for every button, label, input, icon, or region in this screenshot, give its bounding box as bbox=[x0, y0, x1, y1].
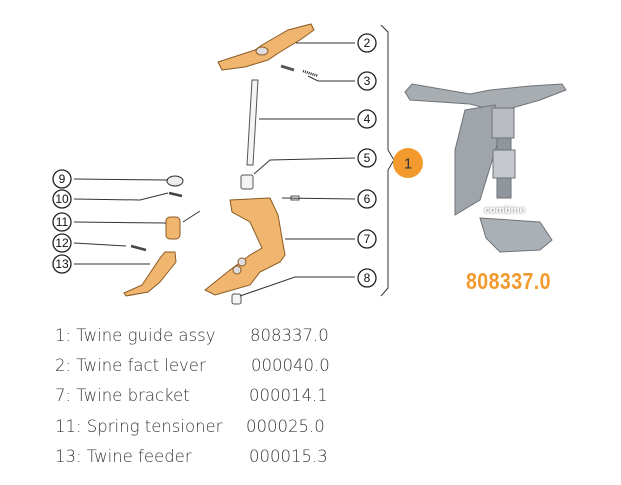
callout-8: 8 bbox=[357, 268, 377, 288]
part-label: 1: Twine guide assy bbox=[55, 326, 216, 345]
callout-9: 9 bbox=[52, 169, 72, 189]
callout-10: 10 bbox=[52, 189, 72, 209]
lever-hole bbox=[255, 46, 269, 56]
callout-6: 6 bbox=[357, 189, 377, 209]
part-10-pin bbox=[168, 191, 183, 198]
callout-4: 4 bbox=[357, 109, 377, 129]
part-11-spring-tensioner bbox=[165, 216, 181, 240]
part-3-pin bbox=[280, 64, 295, 72]
part-12-pin bbox=[130, 244, 147, 252]
callout-11: 11 bbox=[52, 212, 72, 232]
svg-text:3: 3 bbox=[364, 74, 371, 88]
part-code: 808337.0 bbox=[250, 326, 329, 345]
svg-text:12: 12 bbox=[55, 236, 69, 250]
callout-5: 5 bbox=[357, 148, 377, 168]
part-code: 000015.3 bbox=[249, 447, 328, 466]
part-9-washer bbox=[166, 175, 184, 187]
callout-7: 7 bbox=[357, 229, 377, 249]
svg-text:10: 10 bbox=[55, 192, 69, 206]
svg-text:4: 4 bbox=[364, 112, 371, 126]
callout-3: 3 bbox=[357, 71, 377, 91]
svg-text:1: 1 bbox=[404, 156, 412, 173]
part-7-twine-bracket bbox=[204, 197, 286, 296]
part-label: 11: Spring tensioner bbox=[55, 417, 223, 436]
part-code: 000025.0 bbox=[246, 417, 325, 436]
part-13-twine-feeder bbox=[123, 251, 177, 297]
svg-text:11: 11 bbox=[56, 215, 69, 229]
twine-guide-assembly-photo bbox=[404, 83, 567, 253]
callout-13: 13 bbox=[52, 254, 72, 274]
svg-text:8: 8 bbox=[364, 271, 371, 285]
part-2-twine-fact-lever bbox=[217, 23, 315, 71]
part-4-shaft bbox=[246, 79, 259, 166]
part-label: 13: Twine feeder bbox=[55, 447, 192, 466]
svg-text:6: 6 bbox=[364, 192, 371, 206]
svg-text:13: 13 bbox=[55, 257, 69, 271]
callout-2: 2 bbox=[357, 33, 377, 53]
part-label: 7: Twine bracket bbox=[55, 386, 190, 405]
part-code: 000040.0 bbox=[251, 356, 330, 375]
assembly-bracket bbox=[380, 24, 395, 297]
svg-text:9: 9 bbox=[59, 172, 66, 186]
part-code: 000014.1 bbox=[249, 386, 328, 405]
watermark: combine bbox=[484, 205, 526, 216]
svg-text:5: 5 bbox=[364, 151, 371, 165]
callout-1: 1 bbox=[393, 148, 423, 178]
part-3-spring bbox=[302, 69, 319, 78]
callout-12: 12 bbox=[52, 233, 72, 253]
assembly-part-number: 808337.0 bbox=[466, 268, 551, 294]
part-5-bushing bbox=[240, 174, 254, 190]
part-label: 2: Twine fact lever bbox=[55, 356, 206, 375]
part-8-nut bbox=[231, 293, 242, 305]
svg-text:2: 2 bbox=[364, 36, 371, 50]
svg-text:7: 7 bbox=[364, 232, 371, 246]
